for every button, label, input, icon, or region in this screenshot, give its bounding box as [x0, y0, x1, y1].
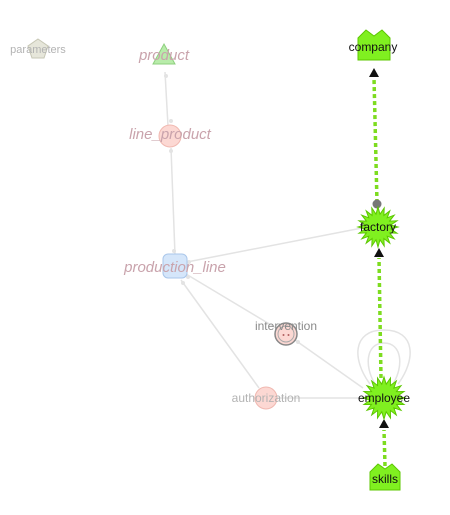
arrowhead-icon: [379, 419, 389, 428]
arrowhead-icon: [369, 68, 379, 77]
node-label-production-line: production_line: [123, 259, 226, 276]
faded-arrow-dot: [181, 281, 185, 285]
faded-arrow-dot: [169, 149, 173, 153]
edge-authorization-to-production-line[interactable]: [180, 279, 260, 389]
circle-icon: [158, 124, 182, 148]
house-icon: [369, 463, 401, 491]
starburst-icon: [361, 375, 407, 421]
node-line-product[interactable]: line_product: [129, 124, 212, 148]
node-label-skills: skills: [372, 472, 398, 486]
node-authorization[interactable]: authorization: [232, 386, 301, 410]
faded-arrow-dot: [187, 260, 191, 264]
edge-production-line-to-line-product[interactable]: [170, 147, 176, 256]
target-dot: [282, 334, 285, 336]
faded-arrow-dot: [164, 74, 168, 78]
edge-employee-to-factory[interactable]: [377, 257, 383, 379]
faded-arrow-dot: [169, 119, 173, 123]
target-inner-ring: [277, 325, 295, 343]
edge-employee-self-loop-inner[interactable]: [367, 342, 401, 385]
node-label-factory: factory: [360, 220, 396, 234]
node-label-product: product: [138, 47, 190, 64]
node-employee[interactable]: employee: [358, 375, 410, 421]
node-skills[interactable]: skills: [369, 463, 401, 491]
faded-arrow-dot: [186, 275, 190, 279]
node-parameters[interactable]: parameters: [10, 38, 66, 59]
triangle-icon: [152, 42, 176, 65]
edge-skills-to-employee[interactable]: [382, 429, 387, 467]
target-dot: [287, 334, 290, 336]
node-production-line[interactable]: production_line: [123, 253, 226, 279]
edge-factory-to-production-line[interactable]: [186, 227, 363, 263]
node-product[interactable]: product: [138, 42, 190, 65]
faded-arrow-dot: [172, 249, 176, 253]
active-edges: [369, 68, 389, 467]
edge-line-product-to-product[interactable]: [164, 71, 169, 127]
node-factory[interactable]: factory: [356, 205, 400, 249]
arrowhead-icon: [374, 248, 384, 257]
edge-employee-to-intervention[interactable]: [294, 339, 364, 389]
node-label-parameters: parameters: [10, 44, 66, 56]
node-label-employee: employee: [358, 391, 410, 405]
node-label-intervention: intervention: [255, 319, 317, 333]
node-company[interactable]: company: [349, 29, 398, 61]
house-icon: [357, 29, 391, 61]
node-label-line-product: line_product: [129, 126, 212, 143]
node-intervention[interactable]: intervention: [255, 319, 317, 346]
edge-intervention-to-production-line[interactable]: [185, 273, 277, 329]
edge-factory-to-company[interactable]: [372, 77, 379, 204]
edge-employee-self-loop-outer[interactable]: [357, 329, 411, 385]
faded-edges: [164, 71, 411, 399]
starburst-icon: [356, 205, 400, 249]
circle-icon: [254, 386, 278, 410]
edge-source-connector-dot: [372, 199, 382, 209]
node-label-company: company: [349, 40, 398, 54]
node-label-authorization: authorization: [232, 391, 301, 405]
pentagon-icon: [27, 38, 49, 59]
faded-arrow-dot: [296, 340, 300, 344]
rounded-square-icon: [162, 253, 188, 279]
